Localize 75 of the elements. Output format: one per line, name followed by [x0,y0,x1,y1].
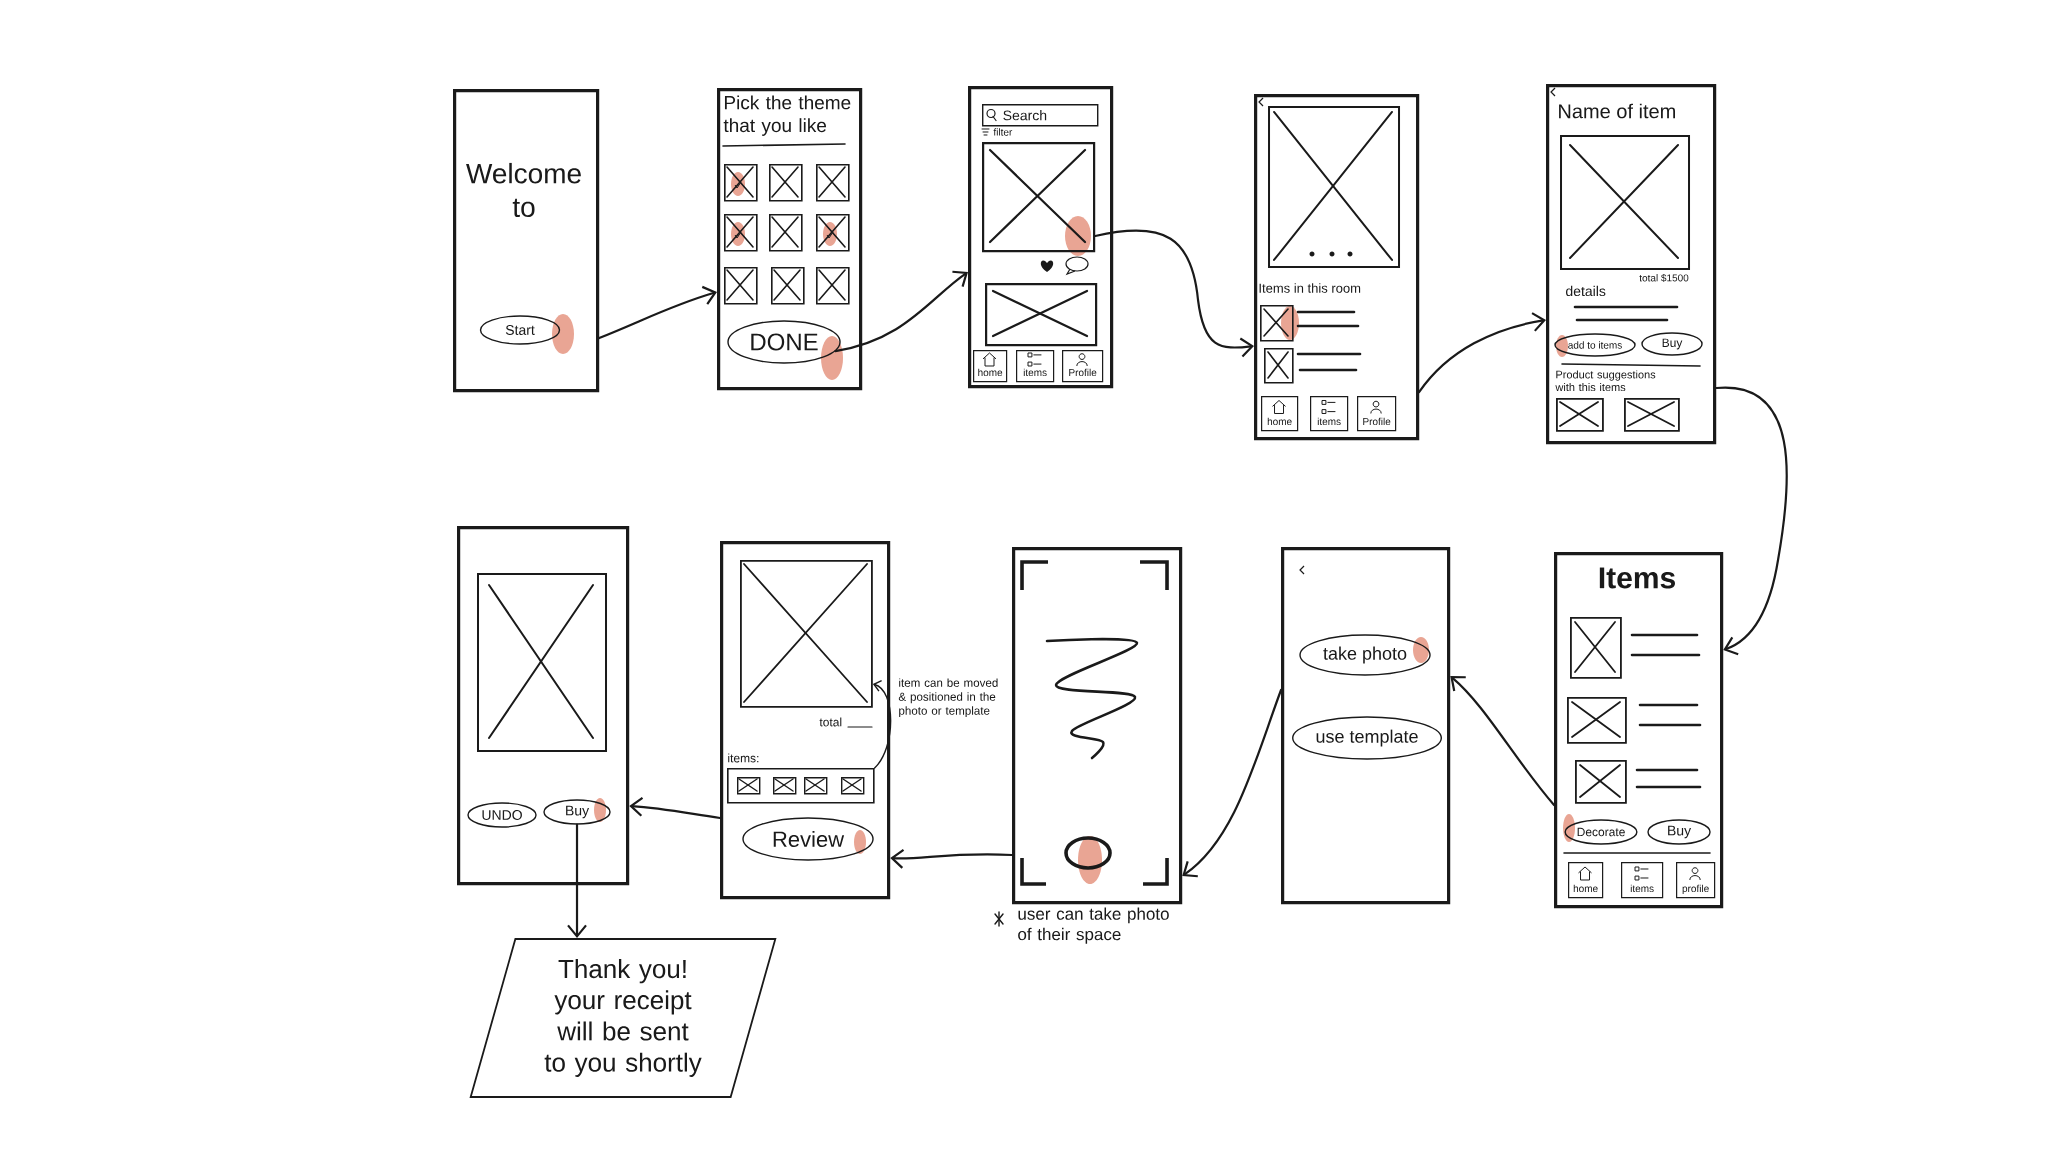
edge-label: item can be moved & positioned in the photo or template [896,676,1005,720]
nav-tab: home [1568,862,1604,899]
image-placeholder [477,573,607,752]
nav-tab: items [1621,862,1664,899]
image-placeholder [816,164,850,202]
nav-tab: profile [1676,862,1716,899]
label-text: filter [993,128,1013,136]
heading: Welcome to [466,162,581,218]
image-placeholder [1624,398,1680,432]
item-strip [727,768,875,804]
oval-button: UNDO [467,802,537,828]
heading: Items [1599,567,1675,589]
oval-button: Review [742,817,874,861]
image-placeholder [769,164,803,202]
arrow [1450,676,1556,807]
image-placeholder [982,142,1096,253]
note-text: user can take photo of their space [1018,907,1169,944]
label-text: details [1566,285,1606,297]
label-text: Product suggestions with this items [1555,370,1656,392]
nav-tab: home [1261,396,1299,432]
nav-tab: Profile [1062,350,1104,383]
oval-button: add to items [1554,333,1636,357]
image-placeholder [1575,760,1627,804]
nav-tab: items [1016,350,1055,383]
phone-screen [457,526,630,886]
image-placeholder [740,560,873,708]
nav-tab: Profile [1357,396,1397,432]
image-placeholder [769,214,803,252]
arrow [1094,229,1254,358]
image-placeholder [1560,135,1690,270]
phone-screen [1281,547,1451,905]
arrow [890,848,1014,869]
image-placeholder [724,214,758,252]
image-placeholder [771,267,805,305]
price-text: total $1500 [1639,273,1689,283]
image-placeholder [737,777,761,795]
heading: Name of item [1559,103,1675,119]
oval-button: Buy [1647,819,1711,845]
search-field: Search [982,104,1099,127]
oval-button: Decorate [1564,819,1638,845]
oval-button: Start [479,315,561,345]
arrow [1418,312,1547,394]
nav-tab: home [973,350,1008,383]
image-placeholder [1268,106,1400,268]
oval-button: take photo [1299,634,1431,676]
image-placeholder [804,777,828,795]
image-placeholder [773,777,797,795]
message-card: Thank you! your receipt will be sent to you shortly [469,938,777,1098]
label-text: items: [728,753,759,763]
oval-button: Buy [543,799,611,825]
image-placeholder [1260,305,1294,342]
arrow [629,796,722,820]
image-placeholder [1570,617,1622,679]
curved-arrow [872,680,892,769]
image-placeholder [816,267,850,305]
arrow [1715,386,1788,656]
label-text: Items in this room [1259,283,1361,293]
oval-button: Buy [1641,332,1703,356]
image-placeholder [1556,398,1604,432]
arrow [567,823,587,939]
image-placeholder [724,267,758,305]
image-placeholder [724,164,758,202]
oval-button: use template [1292,716,1442,760]
arrow [598,285,717,340]
image-placeholder [1264,348,1294,384]
image-placeholder [841,777,865,795]
image-placeholder [816,214,850,252]
nav-tab: items [1310,396,1349,432]
image-placeholder [1567,697,1627,744]
heading: Pick the theme that you like [723,95,851,136]
label-text: total [819,717,842,727]
image-placeholder [985,283,1098,347]
arrow [1182,688,1283,878]
arrow [834,270,968,353]
oval-button: DONE [727,320,841,364]
